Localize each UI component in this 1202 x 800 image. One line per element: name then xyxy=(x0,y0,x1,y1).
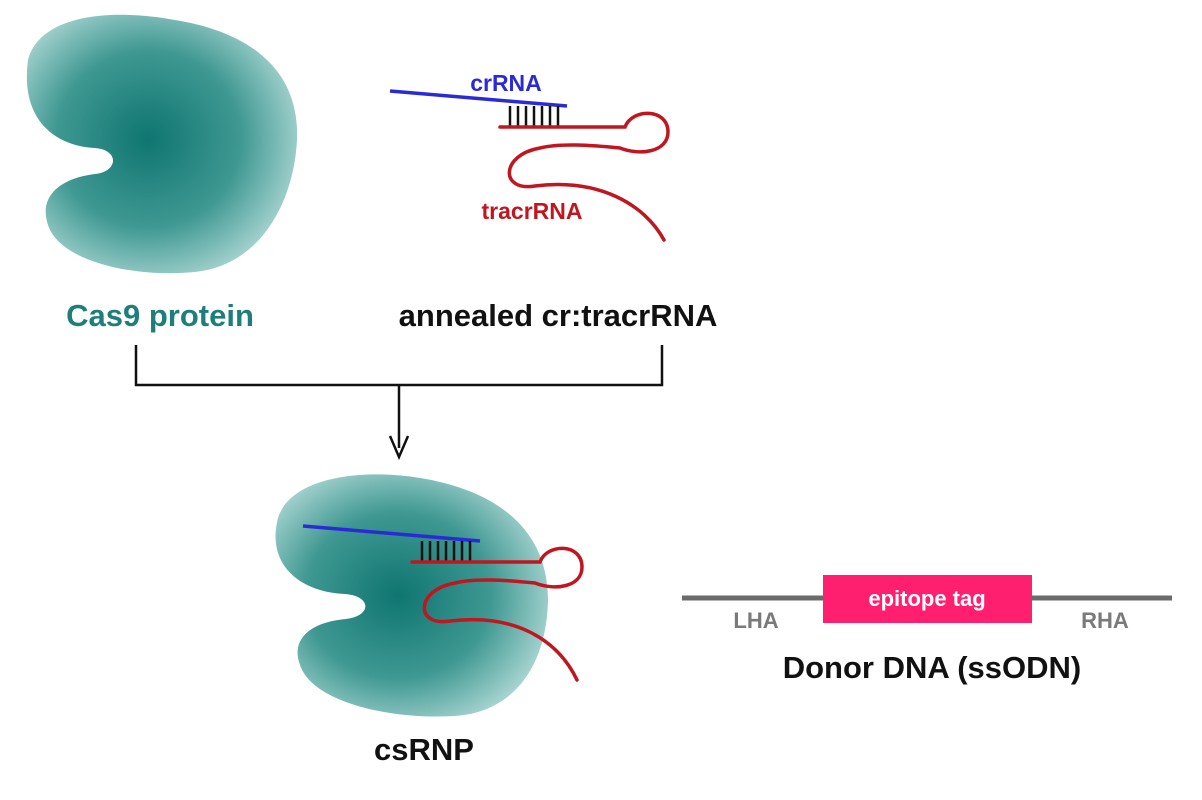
epitope-tag-box xyxy=(823,575,1032,623)
crrna-strand-bound xyxy=(302,524,481,543)
crrna-strand xyxy=(389,89,568,108)
annealed-rna-label: annealed cr:tracrRNA xyxy=(399,298,718,333)
cas9-protein-shape xyxy=(26,14,298,274)
base-pair-ticks-bound xyxy=(420,541,472,562)
cas9-protein-label: Cas9 protein xyxy=(66,298,254,333)
crrna-label: crRNA xyxy=(470,70,542,96)
epitope-tag-label: epitope tag xyxy=(868,586,985,611)
tracrrna-strand xyxy=(498,111,670,242)
tracrrna-strand-bound xyxy=(410,546,584,682)
combine-bracket xyxy=(134,345,664,448)
tracrrna-label: tracrRNA xyxy=(482,198,583,224)
donor-dna: epitope tag LHA RHA xyxy=(682,575,1172,633)
annealed-rna-top: crRNA tracrRNA xyxy=(389,70,670,242)
rha-label: RHA xyxy=(1081,608,1129,633)
arrow-head-icon xyxy=(388,435,410,461)
annealed-rna-bound xyxy=(302,524,584,682)
lha-label: LHA xyxy=(733,608,778,633)
csrnp-protein-shape xyxy=(275,474,548,717)
csrnp-label: csRNP xyxy=(374,732,474,767)
base-pair-ticks xyxy=(508,106,560,127)
donor-dna-label: Donor DNA (ssODN) xyxy=(783,650,1082,685)
